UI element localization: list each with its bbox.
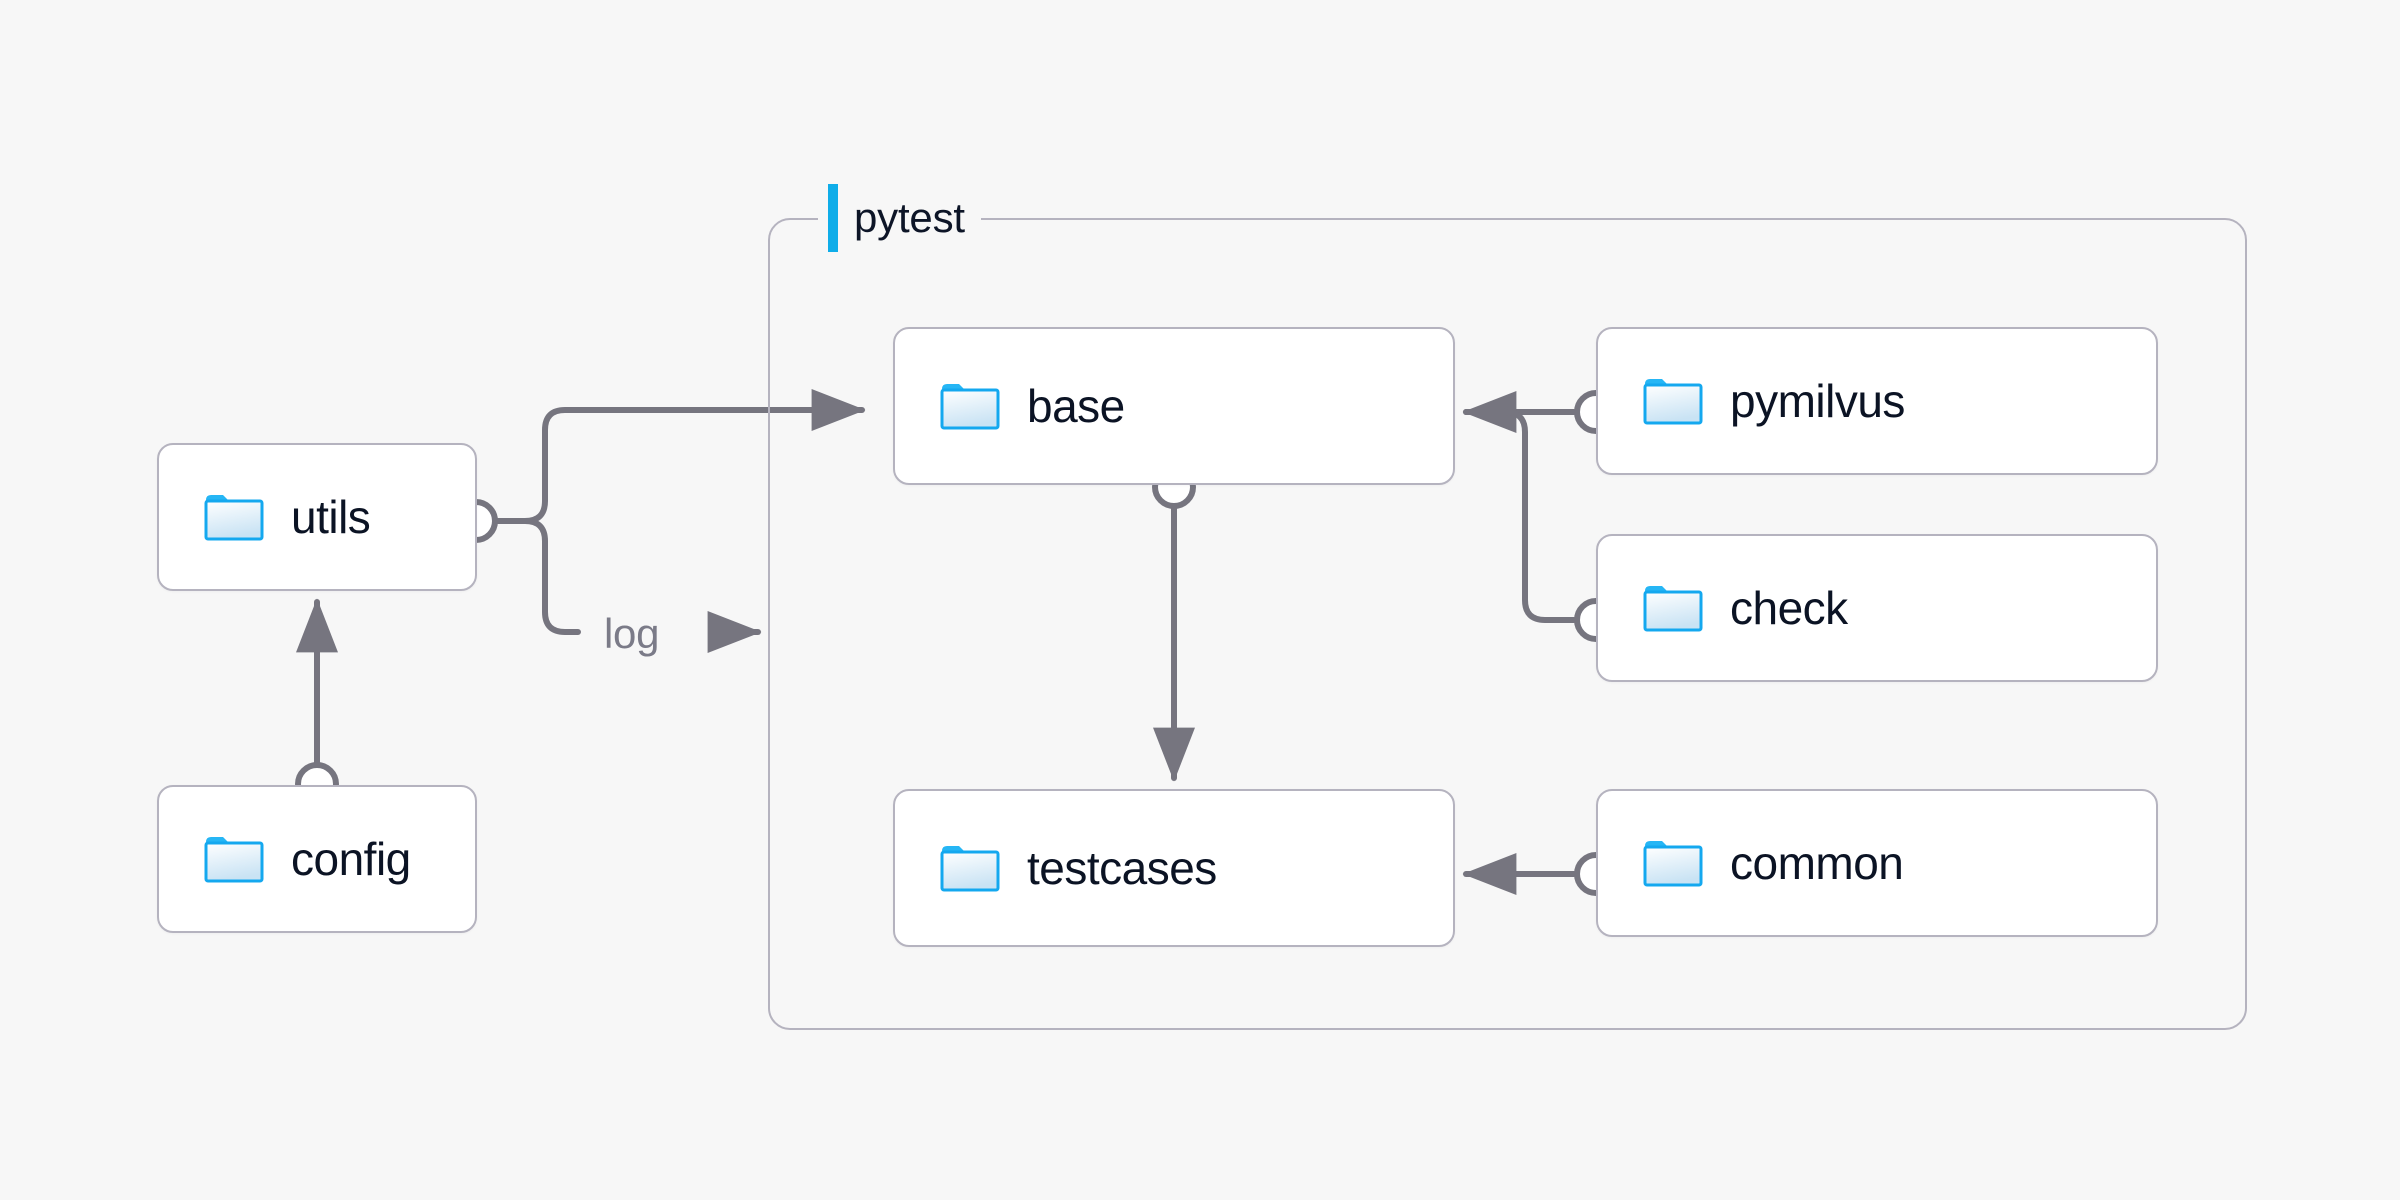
edge-label-log: log [604,610,660,657]
group-accent-bar [828,184,838,252]
node-pymilvus-label: pymilvus [1730,375,1905,427]
folder-icon [940,384,1000,430]
node-config[interactable]: config [157,785,477,933]
node-base-label: base [1027,380,1125,432]
folder-icon [204,495,264,541]
group-pytest-title: pytest [854,194,965,241]
edge-utils-to-log [492,518,581,635]
node-check[interactable]: check [1596,534,2158,682]
node-testcases[interactable]: testcases [893,789,1455,947]
folder-icon [1643,379,1703,425]
node-check-label: check [1730,582,1848,634]
node-common-label: common [1730,837,1904,889]
node-utils[interactable]: utils [157,443,477,591]
node-config-label: config [291,833,411,885]
folder-icon [940,846,1000,892]
node-testcases-label: testcases [1027,842,1217,894]
node-pymilvus[interactable]: pymilvus [1596,327,2158,475]
folder-icon [1643,841,1703,887]
folder-icon [1643,586,1703,632]
folder-icon [204,837,264,883]
node-common[interactable]: common [1596,789,2158,937]
node-base[interactable]: base [893,327,1455,485]
group-pytest[interactable] [768,218,2247,1030]
node-utils-label: utils [291,491,371,543]
group-pytest-label: pytest [818,183,981,253]
